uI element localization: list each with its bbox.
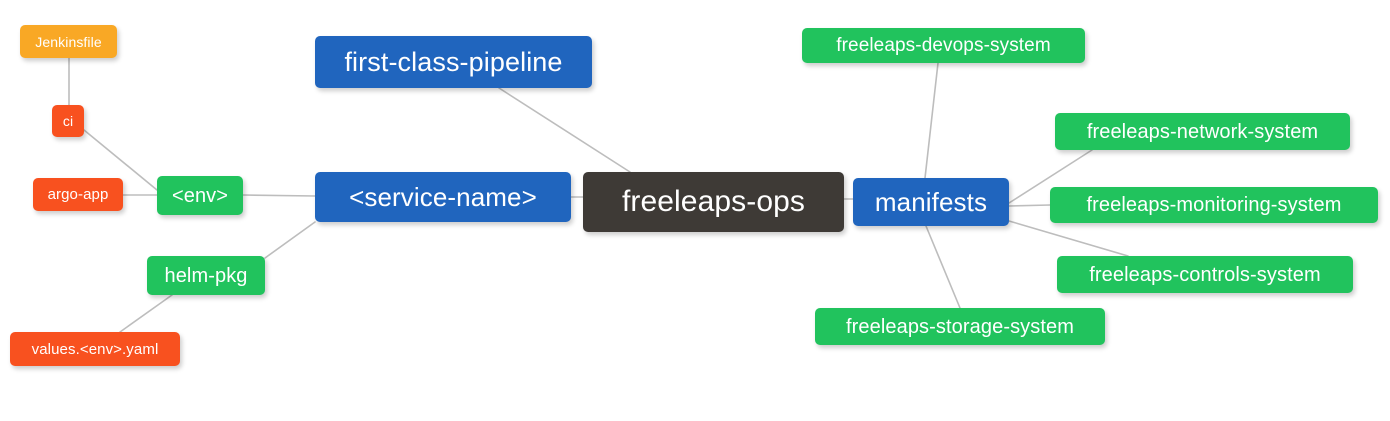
node-freeleaps-ops[interactable]: freeleaps-ops	[583, 172, 844, 232]
node-argo-app[interactable]: argo-app	[33, 178, 123, 211]
edge-manifests-to-freeleaps-devops-system	[924, 62, 939, 179]
node-label-freeleaps-devops-system: freeleaps-devops-system	[836, 35, 1051, 56]
edge-service-name-to-helm-pkg	[264, 221, 316, 259]
node-manifests[interactable]: manifests	[853, 178, 1009, 226]
node-label-freeleaps-storage-system: freeleaps-storage-system	[845, 315, 1075, 338]
node-first-class-pipeline[interactable]: first-class-pipeline	[315, 36, 592, 88]
node-label-values-env-yaml: values.<env>.yaml	[31, 340, 159, 358]
edge-manifests-to-freeleaps-storage-system	[925, 225, 961, 309]
edge-env-to-service-name	[242, 194, 316, 197]
node-label-service-name: <service-name>	[349, 182, 537, 212]
node-label-freeleaps-controls-system: freeleaps-controls-system	[1089, 263, 1321, 286]
node-env[interactable]: <env>	[157, 176, 243, 215]
node-freeleaps-controls-system[interactable]: freeleaps-controls-system	[1057, 256, 1353, 293]
node-label-freeleaps-monitoring-system: freeleaps-monitoring-system	[1086, 194, 1342, 216]
node-label-first-class-pipeline: first-class-pipeline	[344, 46, 563, 77]
node-label-freeleaps-ops: freeleaps-ops	[621, 185, 806, 218]
node-ci[interactable]: ci	[52, 105, 84, 137]
node-freeleaps-devops-system[interactable]: freeleaps-devops-system	[802, 28, 1085, 63]
node-freeleaps-network-system[interactable]: freeleaps-network-system	[1055, 113, 1350, 150]
edge-helm-pkg-to-values-env-yaml	[119, 294, 173, 333]
node-label-ci: ci	[62, 113, 74, 129]
node-label-helm-pkg: helm-pkg	[164, 264, 248, 287]
node-values-env-yaml[interactable]: values.<env>.yaml	[10, 332, 180, 366]
edge-manifests-to-freeleaps-monitoring-system	[1008, 204, 1051, 207]
node-jenkinsfile[interactable]: Jenkinsfile	[20, 25, 117, 58]
node-label-jenkinsfile: Jenkinsfile	[35, 33, 102, 50]
node-label-freeleaps-network-system: freeleaps-network-system	[1086, 120, 1319, 143]
node-label-argo-app: argo-app	[47, 186, 109, 203]
edge-manifests-to-freeleaps-controls-system	[1008, 220, 1129, 257]
node-helm-pkg[interactable]: helm-pkg	[147, 256, 265, 295]
edge-first-class-pipeline-to-freeleaps-ops	[498, 87, 631, 173]
node-freeleaps-storage-system[interactable]: freeleaps-storage-system	[815, 308, 1105, 345]
node-service-name[interactable]: <service-name>	[315, 172, 571, 222]
node-freeleaps-monitoring-system[interactable]: freeleaps-monitoring-system	[1050, 187, 1378, 223]
node-label-env: <env>	[171, 184, 229, 207]
node-label-manifests: manifests	[874, 187, 988, 217]
